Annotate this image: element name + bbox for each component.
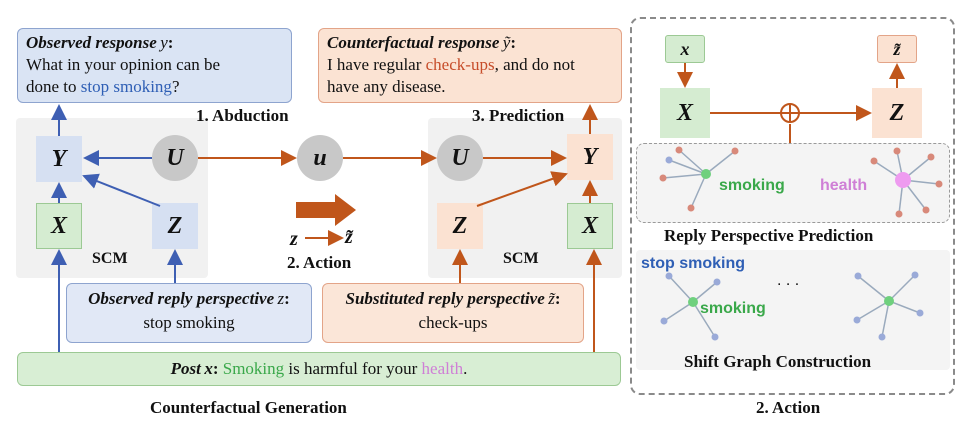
node-Z-left: Z (152, 203, 198, 249)
post-box: Post x: Smoking is harmful for your heal… (17, 352, 621, 386)
observed-response-prefix: done to (26, 77, 81, 96)
node-z-tilde-small: z̃ (877, 35, 917, 63)
post-highlight-health: health (421, 359, 464, 378)
substituted-perspective-title: Substituted reply perspective (345, 289, 545, 308)
shift-graph-2 (856, 274, 921, 338)
edge-Z-Y-right (476, 171, 568, 207)
counterfactual-response-var: ỹ (502, 33, 511, 52)
observed-perspective-box: Observed reply perspective z: stop smoki… (66, 283, 312, 343)
step-action: 2. Action (287, 253, 352, 272)
node-Z-action: Z (872, 88, 922, 138)
counterfactual-response-line2: have any disease. (327, 77, 446, 96)
observed-response-var: y (160, 33, 168, 52)
counterfactual-response-box: Counterfactual response ỹ: I have regula… (318, 28, 622, 103)
graph-node-health (895, 172, 911, 188)
shift-graph-1 (663, 275, 718, 338)
node-u-middle: u (297, 135, 343, 181)
node-X-right: X (567, 203, 613, 249)
substituted-perspective-box: Substituted reply perspective z̃: check-… (322, 283, 584, 343)
big-action-arrow (296, 194, 356, 226)
graph-label-smoking: smoking (719, 177, 785, 194)
graph-label-smoking-2: smoking (700, 300, 766, 317)
graph-ellipsis: . . . (777, 272, 800, 289)
observed-response-line1: What in your opinion can be (26, 55, 221, 74)
observed-perspective-value: stop smoking (143, 313, 235, 332)
node-X-action: X (660, 88, 710, 138)
caption-left: Counterfactual Generation (150, 398, 347, 417)
shift-node-center (884, 296, 894, 306)
node-Y-left: Y (36, 136, 82, 182)
post-highlight-smoking: Smoking (222, 359, 285, 378)
scm-label-left: SCM (92, 250, 128, 267)
node-U-left: U (152, 135, 198, 181)
node-Z-right: Z (437, 203, 483, 249)
caption-reply-perspective-prediction: Reply Perspective Prediction (664, 226, 874, 245)
action-panel (630, 17, 955, 395)
step-prediction: 3. Prediction (472, 106, 565, 125)
observed-response-highlight: stop smoking (80, 77, 172, 96)
edge-Z-Y-left (82, 173, 161, 207)
caption-right: 2. Action (756, 398, 821, 417)
shift-node-smoking (688, 297, 698, 307)
node-X-left: X (36, 203, 82, 249)
action-from-var: z (290, 228, 298, 250)
caption-shift-graph-construction: Shift Graph Construction (684, 352, 872, 371)
observed-response-box: Observed response y: What in your opinio… (17, 28, 292, 103)
observed-response-title: Observed response (26, 33, 157, 52)
post-label: Post (170, 359, 201, 378)
node-Y-right: Y (567, 134, 613, 180)
graph-smoking-star (662, 149, 736, 209)
action-to-var: z̃ (345, 226, 353, 248)
shift-graph-box (636, 250, 950, 370)
graph-label-stop-smoking: stop smoking (641, 255, 746, 272)
graph-node-smoking (701, 169, 711, 179)
substituted-perspective-value: check-ups (418, 313, 488, 332)
scm-label-right: SCM (503, 250, 539, 267)
node-x-small: x (665, 35, 705, 63)
observed-perspective-title: Observed reply perspective (88, 289, 275, 308)
step-abduction: 1. Abduction (196, 106, 289, 125)
counterfactual-response-title: Counterfactual response (327, 33, 500, 52)
counterfactual-response-highlight: check-ups (425, 55, 495, 74)
node-U-right: U (437, 135, 483, 181)
graph-label-health: health (820, 177, 868, 194)
